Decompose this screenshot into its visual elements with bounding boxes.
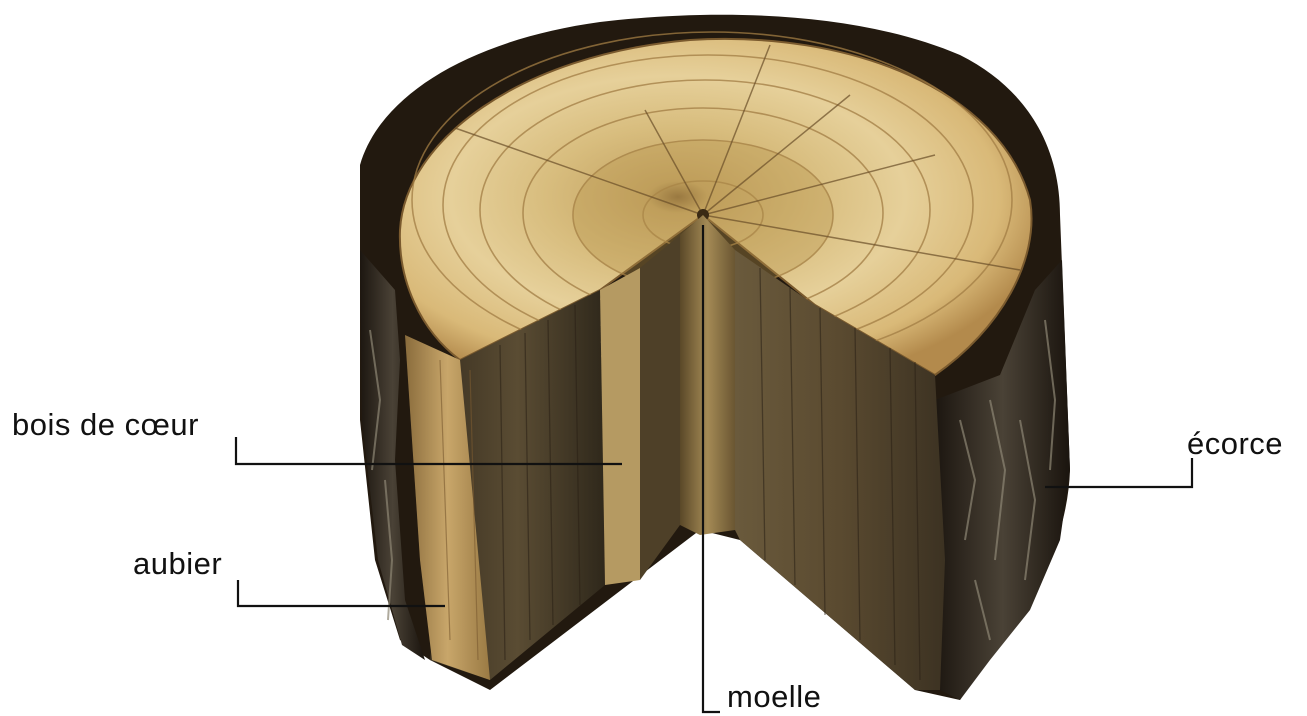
label-bark: écorce bbox=[1187, 428, 1283, 459]
label-pith: moelle bbox=[727, 681, 821, 712]
pith-column bbox=[680, 215, 735, 535]
label-heartwood: bois de cœur bbox=[12, 409, 199, 440]
label-sapwood: aubier bbox=[133, 548, 222, 579]
heartwood-column-center bbox=[640, 235, 680, 580]
heartwood-column-left bbox=[600, 268, 640, 585]
